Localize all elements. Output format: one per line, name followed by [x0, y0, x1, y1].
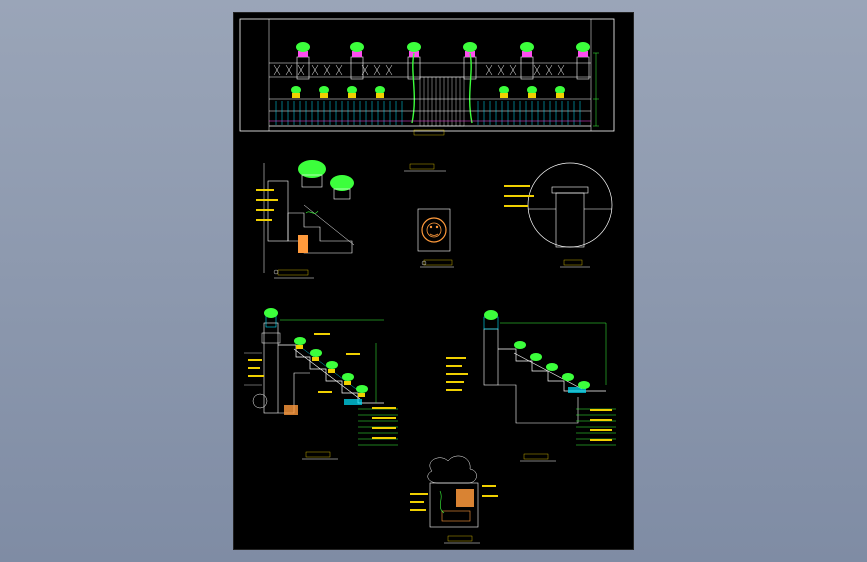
- cad-drawing-canvas: [239, 18, 616, 544]
- lion-head-detail: [417, 208, 454, 268]
- section-2-2: [446, 310, 616, 462]
- drawing-sheet[interactable]: [234, 13, 633, 549]
- section-left-detail: [256, 160, 355, 279]
- column-detail: [504, 162, 613, 268]
- section-1-1: [244, 308, 398, 460]
- elevation-view: [239, 18, 615, 136]
- planter-detail: [410, 455, 498, 544]
